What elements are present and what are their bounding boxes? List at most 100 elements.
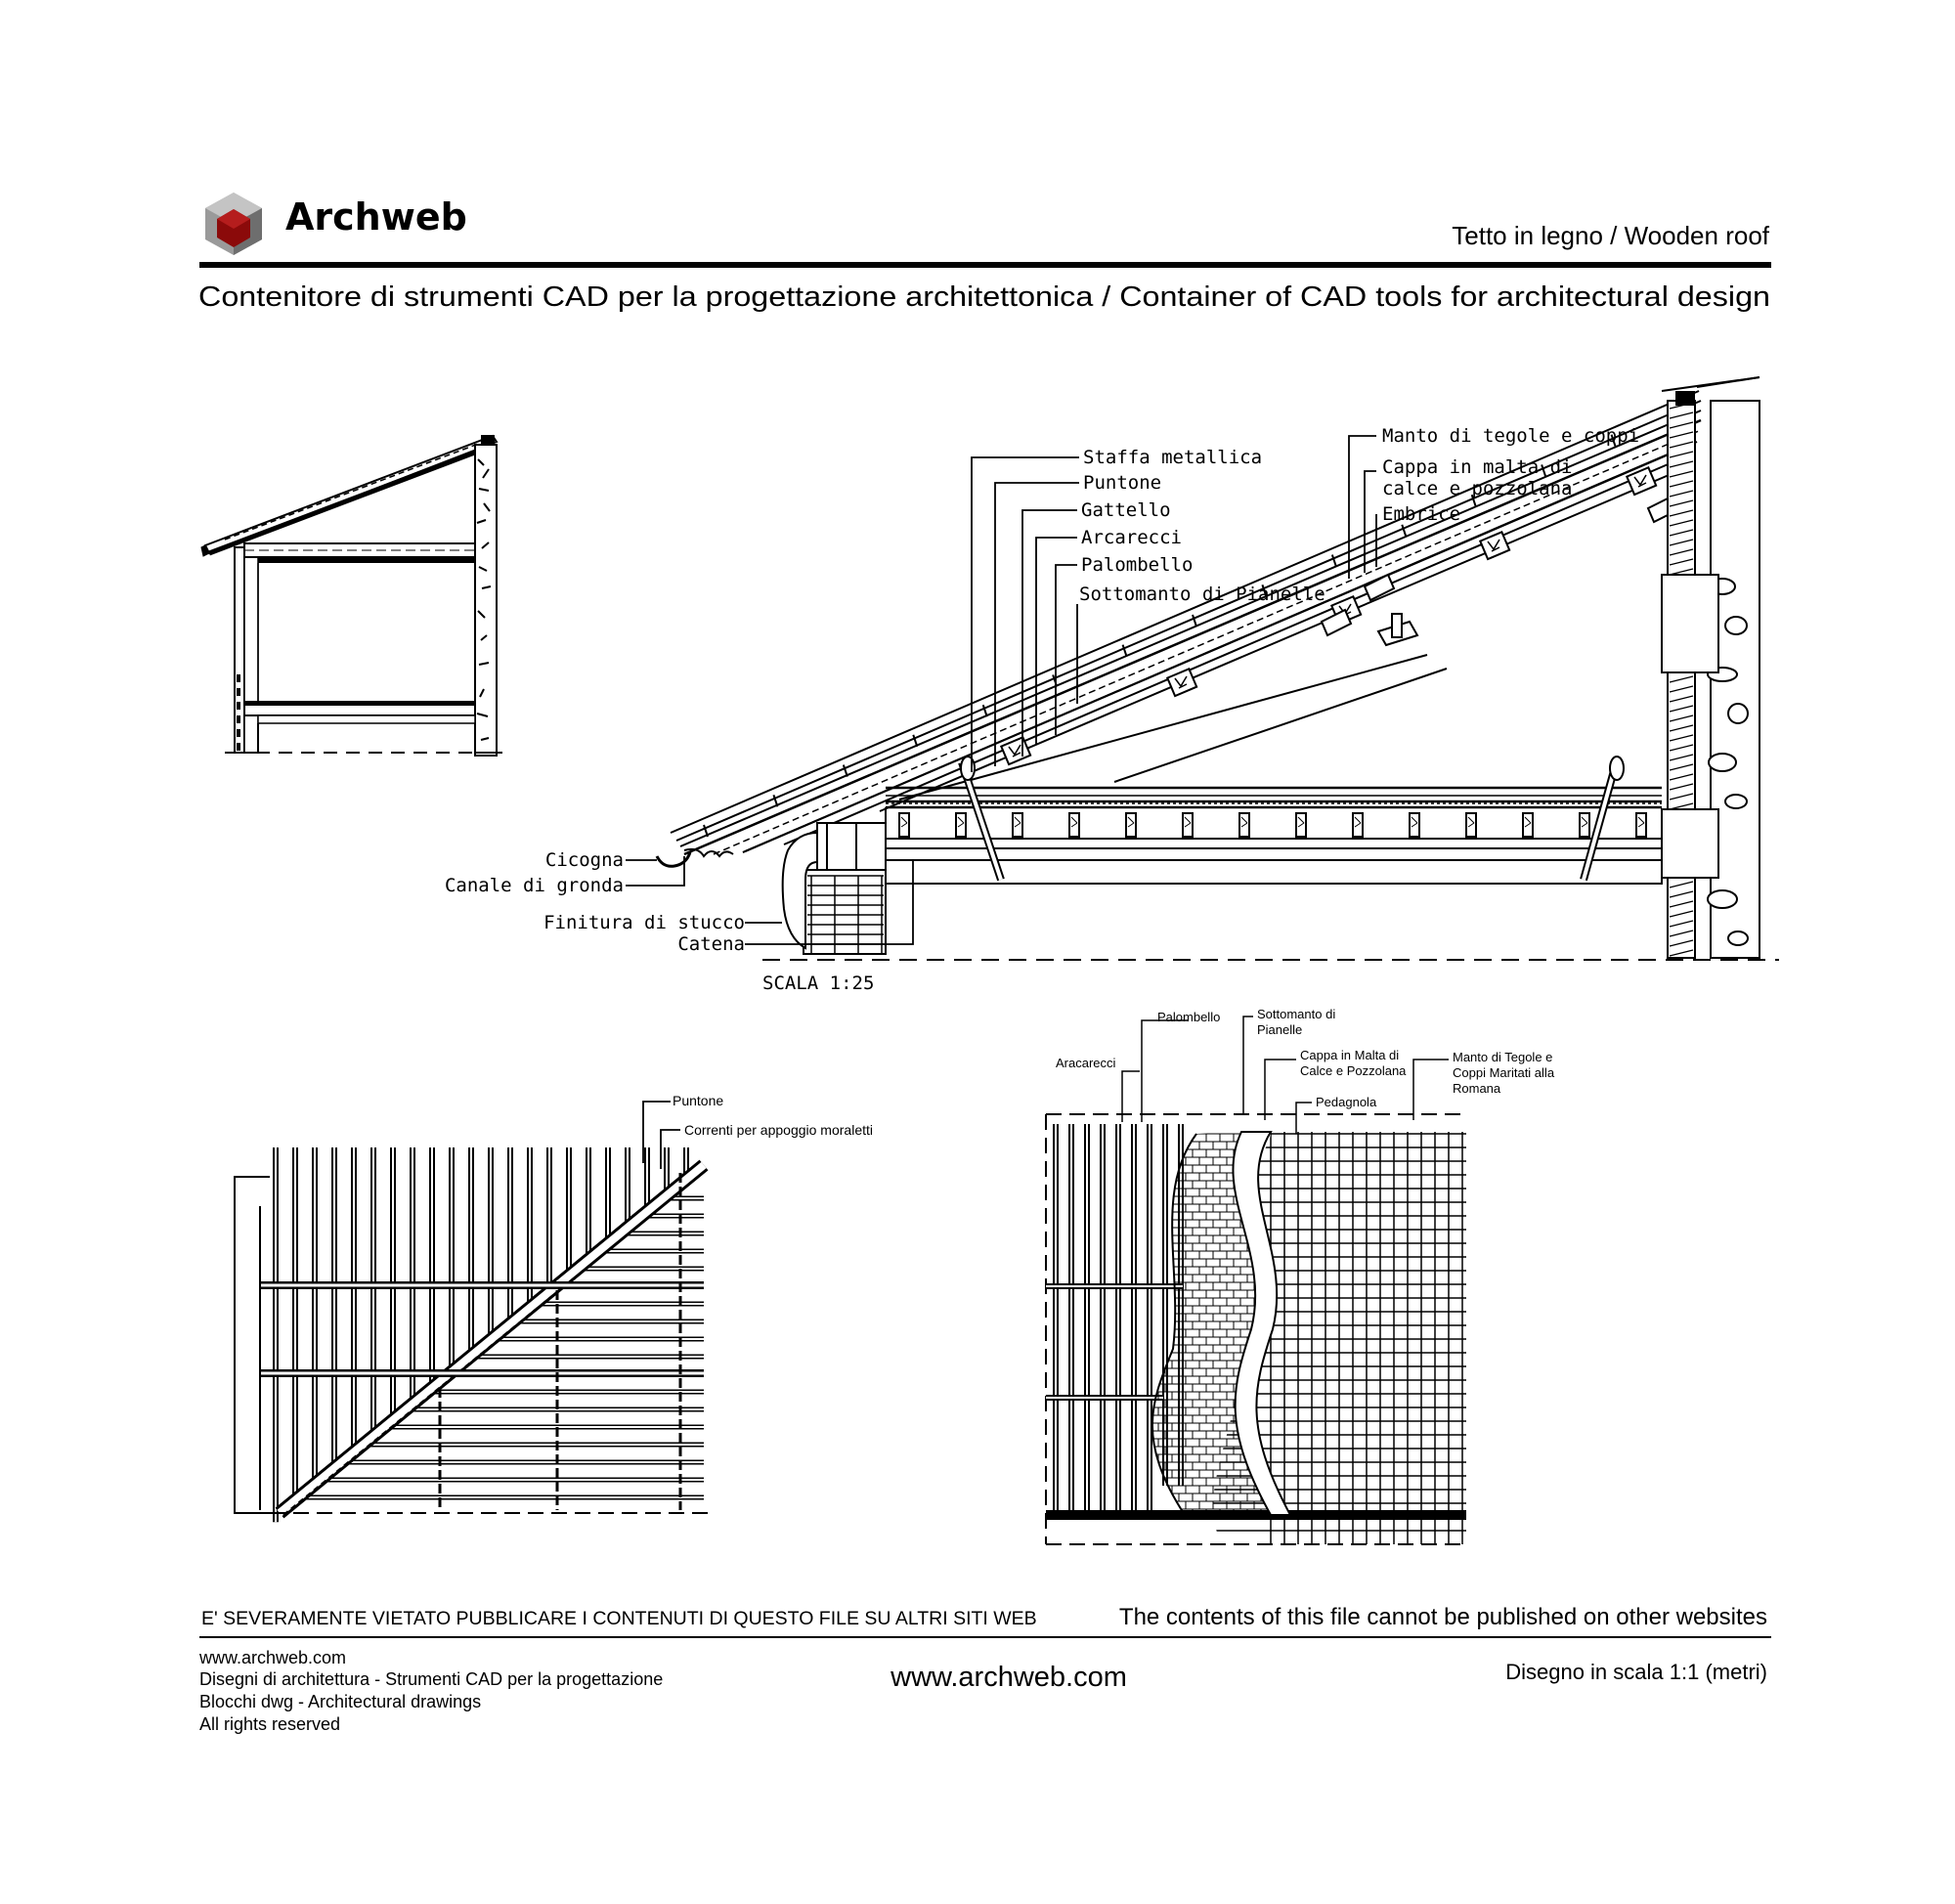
label-palombello: Palombello xyxy=(1081,554,1193,576)
roof-tile xyxy=(772,794,779,807)
wood-grain xyxy=(1174,675,1188,689)
wall-hatch xyxy=(1669,695,1694,703)
roof-tile xyxy=(1330,554,1337,567)
stone xyxy=(1724,794,1748,809)
footer-scale-note: Disegno in scala 1:1 (metri) xyxy=(1505,1660,1767,1684)
wall-hatch xyxy=(1669,900,1694,908)
roof-tile xyxy=(1401,524,1408,538)
label-manto-coppi-3: Romana xyxy=(1453,1081,1501,1096)
wood-grain xyxy=(1008,744,1021,757)
section-labels: Staffa metallica Puntone Gattello Arcare… xyxy=(445,425,1639,994)
label-canale-gronda: Canale di gronda xyxy=(445,875,624,896)
roof-tile xyxy=(1541,464,1547,477)
label-correnti: Correnti per appoggio moraletti xyxy=(684,1122,873,1138)
roof-tile xyxy=(912,734,919,748)
subtitle: Contenitore di strumenti CAD per la prog… xyxy=(198,281,1770,313)
wall-hatch xyxy=(1669,411,1694,419)
joist-grain xyxy=(1411,816,1418,828)
label-pedagnola: Pedagnola xyxy=(1316,1095,1377,1109)
label-cicogna: Cicogna xyxy=(545,849,624,871)
warning-english: The contents of this file cannot be publ… xyxy=(1119,1604,1767,1630)
label-sottomanto-pianelle: Sottomanto di Pianelle xyxy=(1079,584,1325,605)
label-puntone: Puntone xyxy=(1083,472,1161,494)
wall-hatch xyxy=(1669,939,1694,947)
joist-grain xyxy=(1127,816,1135,828)
wall-hatch xyxy=(1669,431,1694,439)
wall-hatch xyxy=(1669,470,1694,478)
wall-hatch xyxy=(1669,685,1694,693)
label-manto-tegole: Manto di tegole e coppi xyxy=(1382,425,1639,447)
header-rule xyxy=(199,262,1771,268)
wall-hatch xyxy=(1669,705,1694,713)
wall-hatch xyxy=(1669,490,1694,498)
wall-hatch xyxy=(1669,890,1694,898)
gattello xyxy=(1363,573,1396,602)
wall-hatch xyxy=(1669,519,1694,527)
plan-right xyxy=(1045,1016,1466,1545)
roof-tile xyxy=(842,764,848,777)
arcareccio-block xyxy=(1478,530,1511,561)
roof-tile xyxy=(1121,644,1128,658)
joist-grain xyxy=(1524,816,1532,828)
brand-name: Archweb xyxy=(285,195,467,238)
roof-tile xyxy=(1192,614,1197,627)
wall-hatch xyxy=(1669,558,1694,566)
arcareccio-block xyxy=(1165,667,1198,698)
joist-grain xyxy=(1467,816,1475,828)
stone xyxy=(1727,930,1749,946)
label-manto-coppi-2: Coppi Maritati alla xyxy=(1453,1065,1555,1080)
wall-hatch xyxy=(1669,714,1694,722)
label-plan-palombello: Palombello xyxy=(1157,1010,1220,1024)
joist-grain xyxy=(1354,816,1362,828)
label-cappa-1: Cappa in malta di xyxy=(1382,456,1572,478)
plan-left xyxy=(234,1101,714,1523)
wall-hatch xyxy=(1669,460,1694,468)
footer-line-2: Disegni di architettura - Strumenti CAD … xyxy=(199,1669,663,1689)
roof-tile xyxy=(981,704,988,717)
wall-hatch xyxy=(1669,930,1694,937)
wall-hatch xyxy=(1669,675,1694,683)
roof-tile xyxy=(1610,434,1617,448)
stone xyxy=(1708,753,1737,772)
wall-hatch xyxy=(1669,754,1694,761)
wall-hatch xyxy=(1669,509,1694,517)
wall-hatch xyxy=(1669,529,1694,537)
wall-hatch xyxy=(1669,734,1694,742)
gattello xyxy=(1320,608,1353,637)
small-section xyxy=(200,434,502,757)
archweb-logo xyxy=(205,193,262,255)
stone xyxy=(1727,703,1749,724)
wall-hatch xyxy=(1669,421,1694,429)
roof-tile xyxy=(703,824,709,838)
wall-hatch xyxy=(1669,724,1694,732)
footer-line-1: www.archweb.com xyxy=(198,1648,346,1667)
wall-hatch xyxy=(1669,763,1694,771)
wall-hatch xyxy=(1669,910,1694,918)
wood-grain xyxy=(1633,474,1647,488)
main-section xyxy=(626,376,1779,961)
wall-hatch xyxy=(1669,451,1694,458)
label-finitura-stucco: Finitura di stucco xyxy=(543,912,745,933)
wood-grain xyxy=(1487,539,1500,552)
joist-grain xyxy=(1240,816,1248,828)
label-sottomanto-2: Pianelle xyxy=(1257,1022,1302,1037)
wall-hatch xyxy=(1669,920,1694,928)
drawing-title: Tetto in legno / Wooden roof xyxy=(1452,221,1770,250)
label-plan-puntone: Puntone xyxy=(673,1093,723,1108)
label-cappa-2: calce e pozzolana xyxy=(1382,478,1572,499)
footer-url[interactable]: www.archweb.com xyxy=(890,1662,1127,1693)
label-gattello: Gattello xyxy=(1081,499,1171,521)
joist-grain xyxy=(1637,816,1645,828)
wall-hatch xyxy=(1669,480,1694,488)
label-catena: Catena xyxy=(677,933,745,955)
roof-tile xyxy=(1261,584,1268,597)
plan-right-labels: Aracarecci Palombello Sottomanto di Pian… xyxy=(1056,1007,1555,1109)
stone xyxy=(1724,616,1748,635)
joist-grain xyxy=(957,816,965,828)
joist-grain xyxy=(1070,816,1078,828)
label-cappa-malta-1: Cappa in Malta di xyxy=(1300,1048,1399,1062)
arcareccio-block xyxy=(1625,465,1658,497)
joist-grain xyxy=(1184,816,1192,828)
scale-label: SCALA 1:25 xyxy=(762,973,874,994)
